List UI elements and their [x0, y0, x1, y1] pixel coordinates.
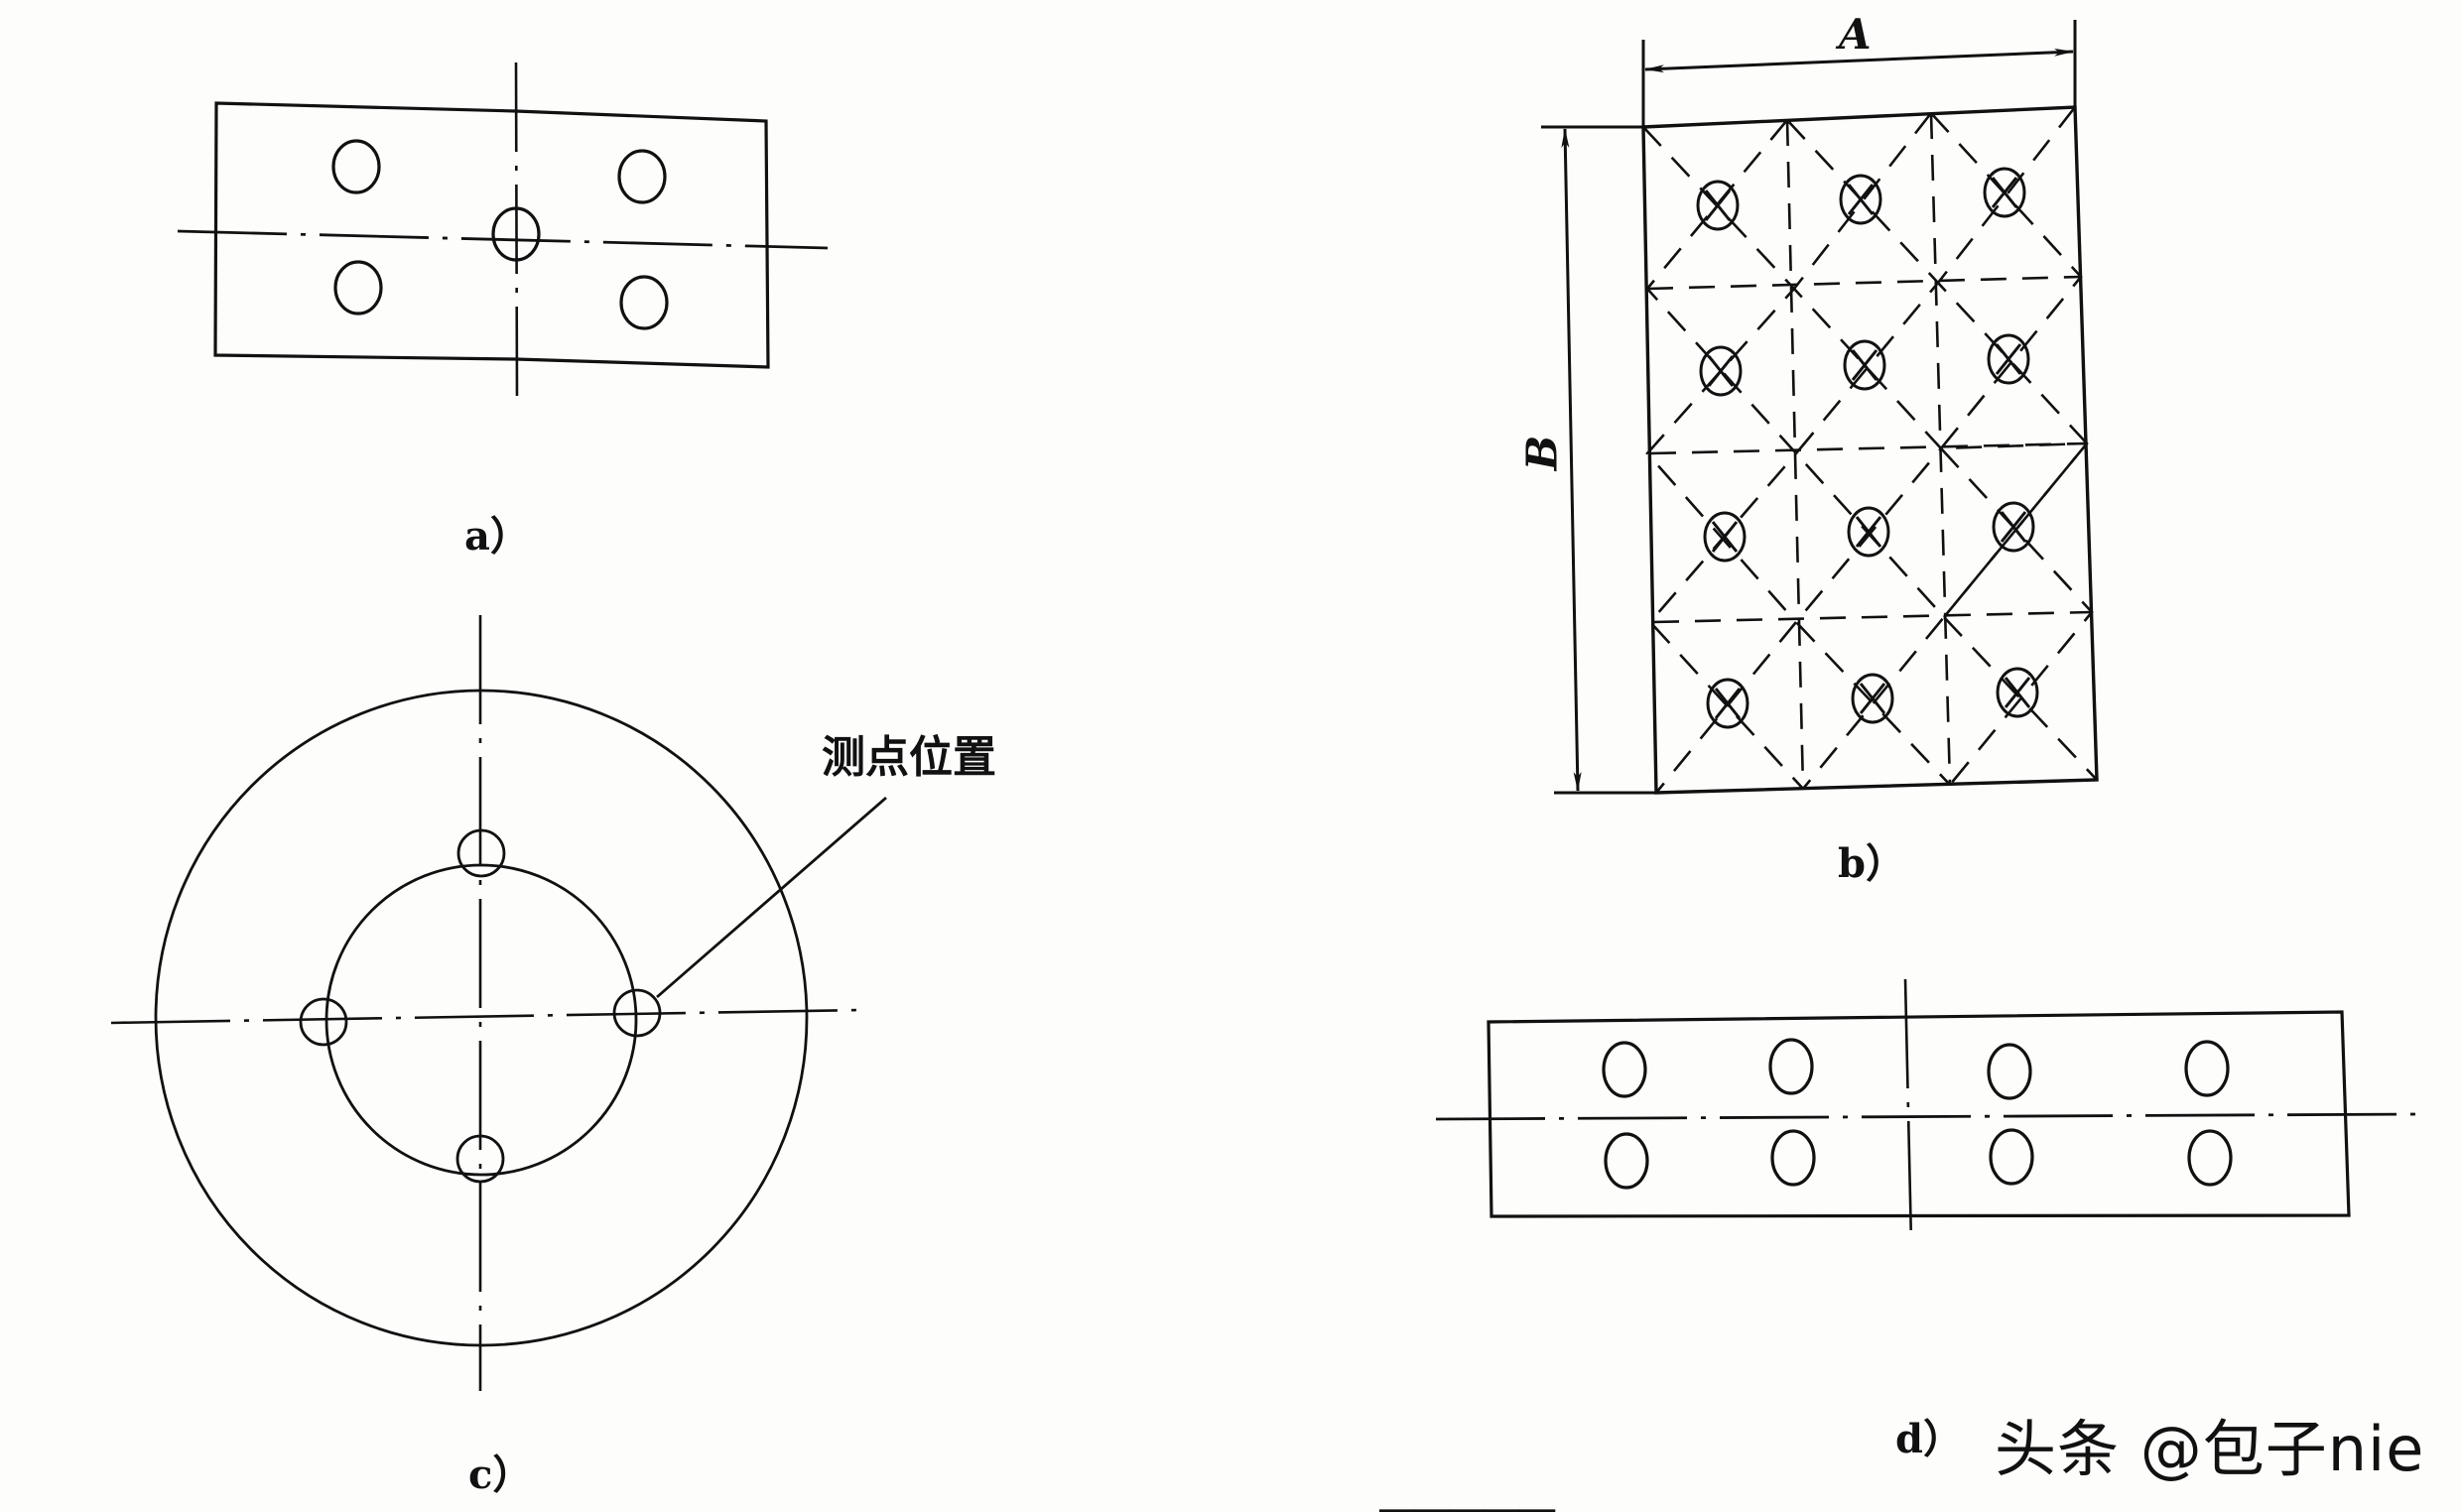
figure-a-label: a） — [464, 513, 530, 560]
hole — [619, 275, 669, 330]
hole — [2187, 1129, 2233, 1187]
measuring-point — [455, 1134, 505, 1184]
horizontal-centerline — [110, 1008, 862, 1025]
measuring-point — [491, 206, 541, 262]
figure-c — [110, 615, 887, 1391]
measuring-point — [456, 828, 506, 878]
bottom-caption-partial: ▁▁▁▁▁ — [1379, 1488, 1637, 1512]
measuring-point-callout: 测点位置 — [822, 732, 996, 783]
measuring-point — [1703, 511, 1747, 563]
measuring-point — [1847, 506, 1890, 558]
measuring-point — [1843, 339, 1886, 391]
measuring-point — [612, 988, 662, 1038]
figure-d-label: d） — [1895, 1416, 1963, 1462]
dimension-b-line — [1561, 128, 1582, 792]
measuring-point — [1987, 333, 2030, 385]
hole — [1768, 1038, 1814, 1095]
figure-b-label: b） — [1838, 840, 1905, 887]
hole — [331, 139, 381, 194]
measuring-point — [1706, 678, 1749, 729]
measuring-point — [1983, 167, 2026, 218]
measuring-point — [1996, 667, 2039, 718]
hole — [617, 149, 667, 204]
hole — [333, 260, 383, 315]
dimension-a-text: A — [1839, 10, 1872, 59]
dimension-b-text: B — [1517, 435, 1567, 471]
measuring-point — [299, 997, 348, 1047]
measuring-point — [1696, 180, 1740, 231]
figure-b — [1541, 20, 2099, 795]
figure-a — [177, 62, 829, 403]
hole — [1770, 1129, 1816, 1187]
dimension-a-line — [1644, 48, 2074, 73]
figure-d — [1435, 978, 2419, 1244]
hole — [1602, 1041, 1647, 1098]
vertical-centerline — [1903, 978, 1913, 1244]
callout-leader — [656, 796, 887, 999]
hole — [1604, 1132, 1649, 1190]
hole — [1989, 1128, 2034, 1186]
hole — [1987, 1043, 2032, 1100]
horizontal-centerline — [1435, 1112, 2419, 1121]
hole — [2184, 1040, 2230, 1097]
vertical-centerline — [514, 62, 519, 403]
measuring-point — [1851, 673, 1894, 724]
plate-outline — [1487, 1010, 2351, 1218]
figure-c-label: c） — [468, 1451, 533, 1498]
horizontal-centerline — [177, 229, 829, 250]
measuring-point — [1839, 174, 1882, 225]
measuring-point — [1992, 501, 2035, 553]
watermark: 头条 @包子nie — [1995, 1413, 2425, 1485]
measuring-point — [1699, 345, 1743, 397]
